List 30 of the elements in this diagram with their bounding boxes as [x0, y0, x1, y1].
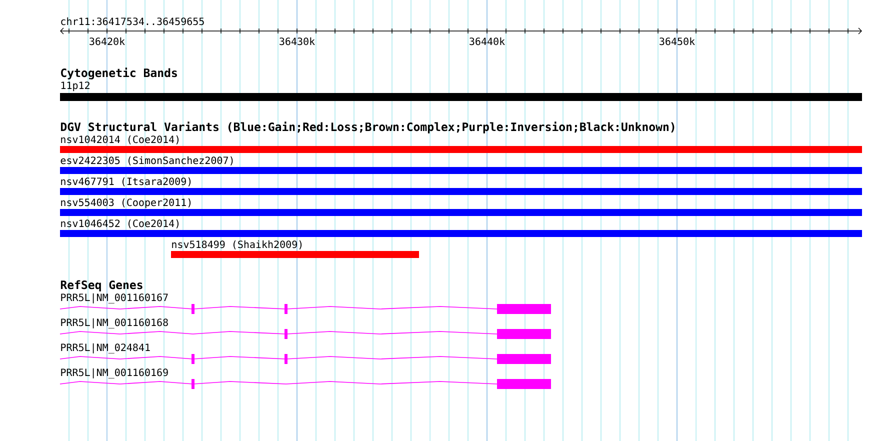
- gene-model: PRR5L|NM_001160168: [60, 318, 551, 339]
- variant-feature: nsv1046452 (Coe2014): [60, 219, 862, 237]
- track-title: DGV Structural Variants (Blue:Gain;Red:Loss;Brown:Complex;Purple:Inversion;Black:Unknown): [60, 122, 674, 134]
- node-label: PRR5L|NM_024841: [61, 343, 150, 354]
- tick-label: 36420k: [90, 37, 125, 46]
- variant-feature: esv2422305 (SimonSanchez2007): [60, 156, 862, 174]
- tick-label: 36430k: [280, 37, 315, 46]
- node-label: esv2422305 (SimonSanchez2007): [60, 156, 233, 166]
- node-label: nsv1046452 (Coe2014): [61, 219, 179, 228]
- node-label: PRR5L|NM_001160168: [61, 318, 168, 328]
- tick-label: 36440k: [470, 37, 505, 46]
- node-label: PRR5L|NM_001160167: [61, 293, 168, 304]
- gene-model: PRR5L|NM_001160167: [60, 293, 551, 314]
- track-title: RefSeq Genes: [60, 280, 142, 292]
- gene-model: PRR5L|NM_024841: [60, 343, 551, 364]
- coordinate-label: chr11:36417534..36459655: [61, 17, 204, 26]
- node-label: nsv554003 (Cooper2011): [61, 198, 191, 208]
- node-label: PRR5L|NM_001160169: [61, 368, 168, 378]
- tick-label: 36450k: [660, 37, 695, 46]
- gene-model: PRR5L|NM_001160169: [60, 368, 551, 389]
- node-label: nsv467791 (Itsara2009): [61, 177, 191, 186]
- track-title: Cytogenetic Bands: [61, 68, 177, 80]
- node-label: 11p12: [61, 82, 90, 92]
- node-label: nsv518499 (Shaikh2009): [172, 240, 302, 250]
- cytoband-feature: 11p12: [60, 82, 862, 101]
- variant-feature: nsv1042014 (Coe2014): [60, 135, 862, 153]
- node-label: nsv1042014 (Coe2014): [61, 135, 179, 144]
- variant-feature: nsv467791 (Itsara2009): [60, 177, 862, 195]
- variant-feature: nsv518499 (Shaikh2009): [171, 240, 419, 258]
- variant-feature: nsv554003 (Cooper2011): [60, 198, 862, 216]
